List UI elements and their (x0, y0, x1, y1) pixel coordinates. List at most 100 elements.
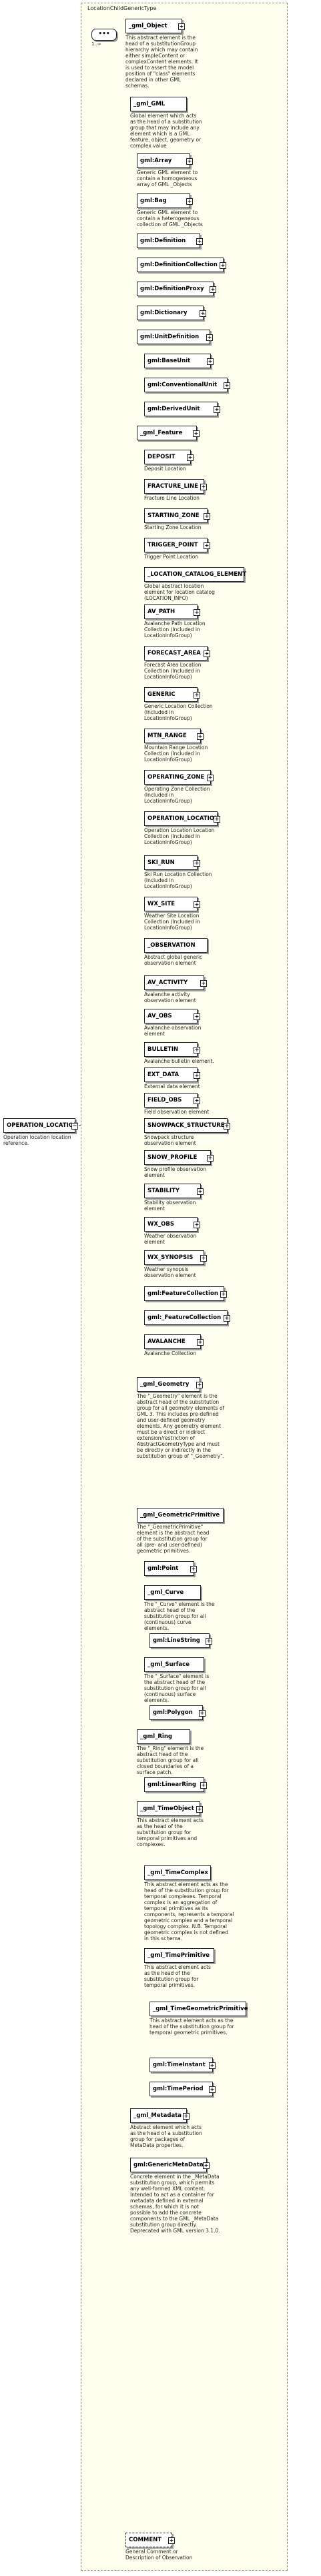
element-box[interactable]: _gml_TimeComplex (144, 1865, 211, 1880)
element-box[interactable]: gml:ConventionalUnit+ (144, 378, 230, 392)
element-box[interactable]: _gml_Ring (137, 1729, 190, 1744)
element-box[interactable]: gml:DerivedUnit+ (144, 402, 220, 416)
element-box[interactable]: OPERATION_LOCATION+ (144, 811, 220, 826)
expand-icon[interactable]: + (194, 1098, 200, 1104)
element-box[interactable]: _gml_TimeGeometricPrimitive (149, 2002, 248, 2016)
expand-icon[interactable]: + (194, 1013, 200, 1020)
expand-icon[interactable]: + (204, 513, 210, 520)
element-box[interactable]: WX_OBS+ (144, 1217, 200, 1232)
expand-icon[interactable]: + (186, 198, 193, 205)
element-box[interactable]: gml:FeatureCollection+ (144, 1286, 227, 1301)
element-box[interactable]: AVALANCHE+ (144, 1334, 204, 1349)
expand-icon[interactable]: + (220, 1291, 227, 1298)
expand-icon[interactable]: + (207, 1155, 214, 1162)
expand-icon[interactable]: + (194, 609, 200, 616)
expand-icon[interactable]: + (224, 382, 230, 389)
element-box[interactable]: AV_PATH+ (144, 604, 200, 619)
element-box[interactable]: _gml_Geometry+ (137, 1377, 203, 1392)
element-box[interactable]: GENERIC+ (144, 687, 200, 702)
expand-icon[interactable]: + (193, 430, 200, 437)
expand-icon[interactable]: + (203, 2162, 210, 2169)
element-box[interactable]: TRIGGER_POINT+ (144, 538, 210, 552)
expand-icon[interactable]: + (186, 158, 193, 165)
element-box[interactable]: DEPOSIT+ (144, 450, 194, 464)
element-box[interactable]: EXT_DATA+ (144, 1067, 200, 1082)
expand-icon[interactable]: + (197, 1339, 204, 1346)
element-box[interactable]: _gml_Feature+ (137, 426, 200, 440)
expand-icon[interactable]: + (197, 1188, 204, 1195)
sequence-compositor[interactable]: ••• (91, 29, 117, 41)
expand-icon[interactable]: + (206, 1638, 212, 1645)
element-box[interactable]: FRACTURE_LINE+ (144, 479, 207, 494)
element-box[interactable]: AV_OBS+ (144, 1009, 200, 1023)
element-box[interactable]: SNOWPACK_STRUCTURE+ (144, 1118, 230, 1133)
expand-icon[interactable]: + (199, 1710, 206, 1717)
element-box[interactable]: _LOCATION_CATALOG_ELEMENT (144, 567, 246, 582)
element-box[interactable]: gml:LineString+ (149, 1633, 212, 1648)
expand-icon[interactable]: + (200, 310, 206, 317)
element-box[interactable]: BULLETIN+ (144, 1042, 200, 1057)
element-box[interactable]: WX_SYNOPSIS+ (144, 1250, 207, 1265)
root-element-box[interactable]: OPERATION_LOCATION − (3, 1118, 78, 1133)
expand-icon[interactable]: + (187, 454, 194, 461)
element-box[interactable]: FIELD_OBS+ (144, 1093, 200, 1108)
element-box[interactable]: _gml_Surface (144, 1657, 204, 1672)
element-box[interactable]: gml:BaseUnit+ (144, 354, 214, 368)
element-box[interactable]: _gml_GeometricPrimitive (137, 1508, 224, 1523)
expand-icon[interactable]: + (224, 1123, 230, 1130)
expand-icon[interactable]: + (183, 2113, 190, 2120)
element-box[interactable]: COMMENT+ (125, 2533, 175, 2547)
element-box[interactable]: _gml_Object+ (125, 19, 185, 33)
expand-icon[interactable]: + (214, 816, 220, 823)
expand-icon[interactable]: + (209, 2062, 216, 2069)
element-box[interactable]: _gml_Curve (144, 1585, 201, 1600)
element-box[interactable]: gml:Definition+ (137, 234, 203, 248)
expand-icon[interactable]: + (207, 775, 214, 781)
expand-icon[interactable]: + (194, 692, 200, 699)
element-box[interactable]: OPERATING_ZONE+ (144, 770, 214, 785)
element-box[interactable]: gml:Array+ (137, 153, 193, 168)
expand-icon[interactable]: + (204, 542, 210, 549)
expand-icon[interactable]: + (196, 1382, 203, 1388)
expand-icon[interactable]: + (207, 358, 214, 365)
element-box[interactable]: MTN_RANGE+ (144, 729, 204, 743)
expand-icon[interactable]: + (190, 1566, 197, 1573)
element-box[interactable]: gml:DefinitionProxy+ (137, 282, 216, 296)
element-box[interactable]: gml:Bag+ (137, 193, 193, 208)
element-box[interactable]: gml:GenericMetaData+ (130, 2158, 210, 2172)
expand-icon[interactable]: + (196, 238, 203, 245)
expand-icon[interactable]: + (178, 23, 185, 30)
expand-icon[interactable]: + (194, 1072, 200, 1079)
element-box[interactable]: gml:UnitDefinition+ (137, 330, 213, 344)
element-box[interactable]: gml:DefinitionCollection+ (137, 258, 226, 272)
element-box[interactable]: AV_ACTIVITY+ (144, 975, 207, 990)
expand-icon[interactable]: + (168, 2537, 175, 2544)
element-box[interactable]: SKI_RUN+ (144, 855, 200, 870)
element-box[interactable]: _OBSERVATION (144, 938, 208, 953)
element-box[interactable]: SNOW_PROFILE+ (144, 1150, 214, 1165)
element-box[interactable]: STARTING_ZONE+ (144, 508, 210, 523)
expand-icon[interactable]: + (210, 286, 216, 293)
element-box[interactable]: _gml_GML (130, 97, 187, 111)
expand-icon[interactable]: + (209, 2086, 216, 2093)
element-box[interactable]: gml:_FeatureCollection+ (144, 1310, 230, 1325)
expand-icon[interactable]: + (224, 1315, 230, 1322)
element-box[interactable]: gml:TimeInstant+ (149, 2058, 216, 2072)
element-box[interactable]: gml:Polygon+ (149, 1705, 206, 1720)
expand-icon[interactable]: + (194, 860, 200, 867)
expand-icon[interactable]: + (200, 1782, 207, 1789)
expand-icon[interactable]: + (200, 484, 207, 490)
expand-icon[interactable]: + (206, 334, 213, 341)
expand-icon[interactable]: + (194, 1047, 200, 1053)
expand-icon[interactable]: − (71, 1123, 78, 1130)
expand-icon[interactable]: + (204, 651, 210, 657)
element-box[interactable]: gml:Dictionary+ (137, 306, 206, 320)
expand-icon[interactable]: + (196, 1806, 203, 1813)
element-box[interactable]: WX_SITE+ (144, 897, 200, 911)
element-box[interactable]: STABILITY+ (144, 1184, 204, 1198)
element-box[interactable]: FORECAST_AREA+ (144, 646, 210, 661)
expand-icon[interactable]: + (214, 406, 220, 413)
expand-icon[interactable]: + (220, 262, 226, 269)
expand-icon[interactable]: + (200, 1255, 207, 1262)
element-box[interactable]: _gml_TimeObject+ (137, 1801, 203, 1816)
